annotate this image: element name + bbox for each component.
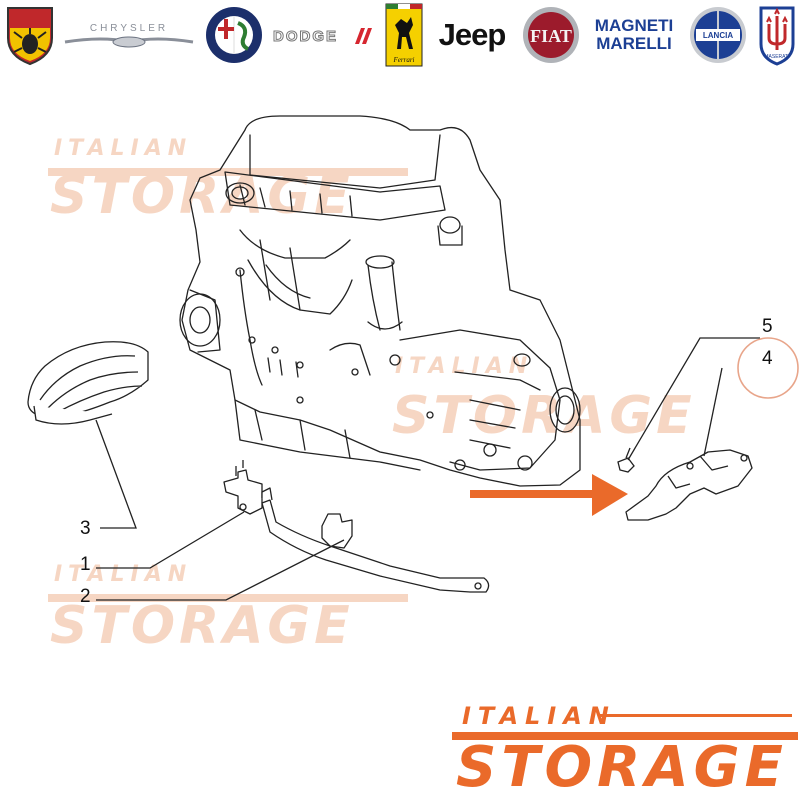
brand-label: MASERATI <box>764 54 789 60</box>
brand-label: DODGE <box>273 28 338 45</box>
watermark-italian: ITALIAN <box>395 354 534 379</box>
alfa-romeo-logo-icon <box>202 2 266 68</box>
support-bracket-part <box>223 460 263 515</box>
dodge-logo-icon: DODGE <box>270 2 374 68</box>
brand-label: LANCIA <box>703 31 733 40</box>
watermark-italian: ITALIAN <box>54 136 193 161</box>
watermark-bar <box>48 594 408 602</box>
logo-storage-text: STORAGE <box>456 735 788 800</box>
lancia-logo-icon: LANCIA <box>686 2 750 68</box>
brand-label: Jeep <box>438 17 507 52</box>
heat-shield-part <box>27 341 149 425</box>
brand-label: FIAT <box>530 26 572 46</box>
maserati-logo-icon: MASERATI <box>756 2 798 68</box>
callout-3: 3 <box>80 518 91 539</box>
logo-bar <box>452 732 798 740</box>
callout-4: 4 <box>762 348 773 369</box>
callout-5: 5 <box>762 316 773 337</box>
mounting-bracket-part <box>625 449 753 521</box>
highlight-arrow-icon <box>470 474 628 516</box>
callout-2: 2 <box>80 586 91 607</box>
watermark-italian: ITALIAN <box>54 562 193 587</box>
logo-italian-text: ITALIAN <box>462 702 616 730</box>
highlight-circle <box>737 337 799 399</box>
watermark-storage: STORAGE <box>50 596 354 656</box>
engine-line-art <box>27 115 799 601</box>
abarth-logo-icon <box>2 2 58 68</box>
brand-label: Ferrari <box>393 56 415 64</box>
screw-part <box>617 447 635 473</box>
logo-top-rule <box>600 714 792 717</box>
support-bar-part <box>261 487 490 593</box>
fiat-logo-icon: FIAT <box>520 2 582 68</box>
watermark-storage: STORAGE <box>392 386 696 446</box>
callout-1: 1 <box>80 554 91 575</box>
leader-lines <box>95 337 760 601</box>
parts-diagram: ITALIAN STORAGE ITALIAN STORAGE ITALIAN … <box>0 72 800 800</box>
chrysler-logo-icon: CHRYSLER <box>62 2 196 68</box>
ferrari-logo-icon: Ferrari <box>384 2 424 68</box>
magneti-marelli-logo-icon: MAGNETI MARELLI <box>588 2 680 68</box>
jeep-logo-icon: Jeep <box>430 2 514 68</box>
brand-logo-bar: CHRYSLER DODGE Ferrari Jeep <box>0 0 800 72</box>
brand-label: MAGNETI MARELLI <box>594 16 674 53</box>
brand-label: CHRYSLER <box>90 23 168 34</box>
